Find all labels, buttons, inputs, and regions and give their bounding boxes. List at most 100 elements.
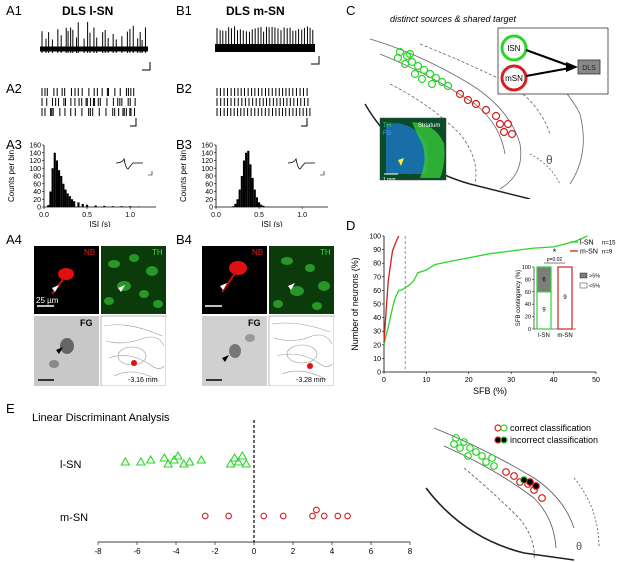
inset-legend-lt — [579, 282, 588, 289]
y-tick-label: 40 — [33, 189, 41, 196]
histogram-bar — [260, 204, 263, 207]
histogram-bar — [86, 204, 89, 207]
y-tick-label: 30 — [373, 329, 381, 336]
histogram-bar — [77, 202, 80, 207]
x-axis-label: ISI (s) — [261, 220, 283, 227]
histogram-bar — [51, 168, 54, 207]
y-tick-label: 120 — [29, 158, 41, 165]
x-tick-label: 0.5 — [82, 212, 92, 219]
inset-y-tick-label: 100 — [522, 265, 531, 271]
x-tick-label: -6 — [133, 547, 141, 556]
y-tick-label: 20 — [33, 197, 41, 204]
histogram-bar — [47, 205, 50, 207]
y-tick-label: 0 — [209, 205, 213, 212]
inset-th: TH — [383, 123, 391, 129]
histogram-bar — [245, 152, 248, 207]
row-label-l-sn: l-SN — [60, 459, 81, 471]
y-tick-label: 80 — [373, 261, 381, 268]
raster-b2 — [216, 88, 311, 127]
scale-bar — [301, 118, 308, 127]
inset-y-tick-label: 40 — [525, 302, 531, 308]
title-dls-m-sn: DLS m-SN — [226, 4, 285, 18]
x-tick-label: 0.5 — [254, 212, 264, 219]
panel-label-a4: A4 — [6, 232, 22, 247]
inset-fg: FG — [383, 131, 392, 137]
panel-label-e: E — [6, 401, 15, 416]
inset-count: 6 — [542, 277, 546, 283]
l-sn-point — [120, 456, 131, 466]
y-tick-label: 20 — [373, 342, 381, 349]
x-tick-label: 40 — [550, 377, 558, 384]
inset-legend-label: >5% — [589, 274, 600, 280]
histogram-bar — [249, 164, 252, 207]
l-sn-point — [173, 450, 183, 460]
th-label: TH — [152, 248, 163, 257]
inset-legend-label: <5% — [589, 284, 600, 290]
y-tick-label: 40 — [373, 315, 381, 322]
histogram-bar — [60, 176, 63, 207]
legend-n: n=9 — [602, 250, 613, 256]
x-tick-label: 20 — [465, 377, 473, 384]
l-sn-point — [237, 450, 248, 460]
y-tick-label: 40 — [205, 189, 213, 196]
legend-incorrect: incorrect classification — [510, 435, 598, 445]
panel-label-a3: A3 — [6, 137, 22, 152]
x-tick-label: -8 — [94, 547, 102, 556]
y-tick-label: 140 — [29, 150, 41, 157]
y-tick-label: 160 — [201, 143, 213, 150]
y-tick-label: 80 — [205, 174, 213, 181]
histogram-bar — [253, 189, 256, 207]
spike-trace-a1 — [40, 21, 151, 71]
inset-striatum: Striatum — [418, 123, 440, 129]
fg-label: FG — [248, 318, 261, 328]
th-label: TH — [320, 248, 331, 257]
l-sn-point — [135, 456, 146, 466]
histogram-bar — [240, 176, 243, 207]
waveform-inset — [287, 157, 315, 170]
x-axis-label: ISI (s) — [89, 220, 111, 227]
row-label-m-sn: m-SN — [60, 512, 88, 524]
scale-bar — [130, 118, 137, 127]
histogram-bar — [236, 199, 239, 207]
scale-bar — [320, 171, 325, 176]
fg-label: FG — [80, 318, 93, 328]
panel-label-b3: B3 — [176, 137, 192, 152]
p-value: p=0.02 — [547, 257, 563, 263]
y-tick-label: 100 — [29, 166, 41, 173]
panel-c-title: distinct sources & shared target — [390, 14, 517, 24]
m-sn-point — [334, 512, 342, 520]
histogram-bar — [94, 205, 97, 207]
panel-label-a1: A1 — [6, 3, 22, 18]
spike-trace-b1 — [215, 26, 320, 65]
legend-label: l-SN — [580, 240, 594, 247]
histogram-bar — [262, 205, 265, 207]
scale-label: 25 µm — [36, 296, 59, 305]
m-sn-point — [279, 512, 287, 520]
nb-label: NB — [252, 248, 264, 257]
histogram-bar — [81, 203, 84, 207]
histogram-bar — [255, 197, 258, 207]
m-sn-point — [225, 512, 232, 520]
micrograph-b4: NB TH FG -3.28 mm — [202, 246, 335, 387]
panel-label-d: D — [346, 218, 356, 233]
lsn-label: lSN — [508, 44, 521, 53]
x-tick-label: 30 — [507, 377, 515, 384]
histogram-bar — [247, 150, 250, 207]
x-tick-label: 0 — [252, 547, 257, 556]
micrograph-a4: NB TH FG 25 µm -3.16 mm — [34, 246, 167, 387]
x-tick-label: 6 — [369, 547, 374, 556]
panel-label-b1: B1 — [176, 3, 192, 18]
inset-count: 9 — [563, 295, 567, 301]
histogram-bar — [70, 199, 74, 207]
x-tick-label: 1.0 — [125, 212, 135, 219]
histogram-bar — [232, 206, 235, 207]
inset-category: l-SN — [538, 333, 550, 339]
x-tick-label: 0.0 — [39, 212, 49, 219]
y-tick-label: 100 — [201, 166, 213, 173]
significance-star: * — [553, 247, 557, 257]
histogram-bar — [64, 189, 67, 207]
histogram-bar — [251, 177, 254, 207]
scale-bar — [311, 56, 320, 65]
